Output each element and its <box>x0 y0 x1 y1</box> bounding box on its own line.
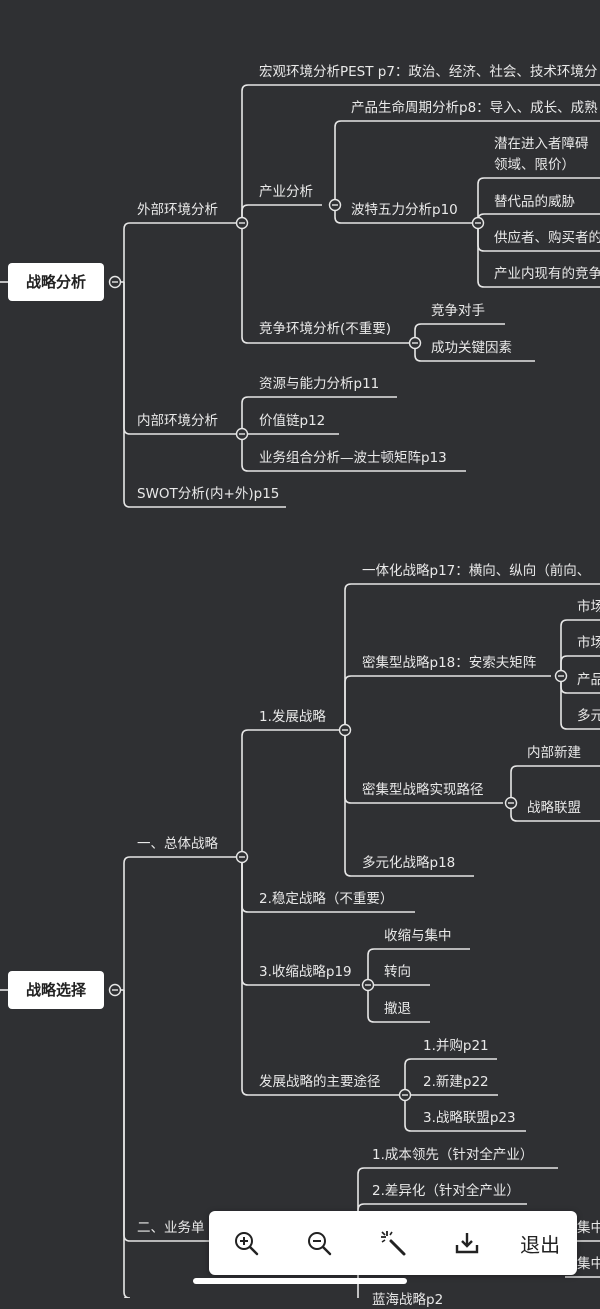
node-business-strategy[interactable]: 二、业务单 <box>137 1220 205 1236</box>
node-value-chain[interactable]: 价值链p12 <box>259 413 326 429</box>
node-internal-dev[interactable]: 内部新建 <box>527 745 581 761</box>
node-cost-leadership[interactable]: 1.成本领先（针对全产业） <box>372 1147 534 1163</box>
node-focus-1[interactable]: 集中 <box>577 1220 600 1236</box>
download-icon <box>455 1233 478 1254</box>
root-strategy-choice[interactable]: 战略选择 <box>8 971 104 1009</box>
node-overall-strategy[interactable]: 一、总体战略 <box>137 836 218 852</box>
node-focus-2[interactable]: 集中 <box>577 1256 600 1272</box>
node-swot[interactable]: SWOT分析(内+外)p15 <box>137 486 280 502</box>
node-industry[interactable]: 产业分析 <box>259 184 313 200</box>
node-resources[interactable]: 资源与能力分析p11 <box>259 376 380 392</box>
node-retrench-2[interactable]: 转向 <box>384 964 411 980</box>
node-integration[interactable]: 一体化战略p17：横向、纵向（前向、 <box>362 563 591 579</box>
node-pest[interactable]: 宏观环境分析PEST p7：政治、经济、社会、技术环境分 <box>259 64 598 80</box>
node-intensive[interactable]: 密集型战略p18：安索夫矩阵 <box>362 655 537 671</box>
node-alliance-path[interactable]: 战略联盟 <box>527 800 581 816</box>
node-intensive-path[interactable]: 密集型战略实现路径 <box>362 782 484 798</box>
bottom-toolbar: 退出 <box>209 1211 577 1275</box>
node-entrants[interactable]: 潜在进入者障碍 <box>494 136 589 152</box>
node-growth-strategy[interactable]: 1.发展战略 <box>259 709 326 725</box>
node-lifecycle[interactable]: 产品生命周期分析p8：导入、成长、成熟 <box>351 100 598 116</box>
exit-button[interactable]: 退出 <box>520 1232 561 1257</box>
node-rivalry[interactable]: 产业内现有的竞争 <box>494 266 600 282</box>
node-ansoff-4[interactable]: 多元 <box>577 708 600 724</box>
node-ansoff-3[interactable]: 产品 <box>577 672 600 688</box>
node-alliance[interactable]: 3.战略联盟p23 <box>423 1110 516 1126</box>
node-retrench-1[interactable]: 收缩与集中 <box>384 928 452 944</box>
magic-wand-button[interactable] <box>367 1219 419 1267</box>
node-growth-paths[interactable]: 发展战略的主要途径 <box>259 1074 381 1090</box>
node-competitive-env[interactable]: 竞争环境分析(不重要) <box>259 321 392 337</box>
magic-wand-icon <box>380 1231 406 1256</box>
node-stable-strategy[interactable]: 2.稳定战略（不重要） <box>259 891 394 907</box>
node-external-env[interactable]: 外部环境分析 <box>137 202 218 218</box>
node-ansoff-1[interactable]: 市场 <box>577 599 600 615</box>
zoom-out-icon <box>308 1232 332 1256</box>
home-indicator <box>193 1278 407 1284</box>
zoom-out-button[interactable] <box>293 1219 345 1267</box>
node-internal-env[interactable]: 内部环境分析 <box>137 413 218 429</box>
root-strategy-analysis[interactable]: 战略分析 <box>8 263 104 301</box>
node-suppliers[interactable]: 供应者、购买者的 <box>494 230 600 246</box>
node-ma[interactable]: 1.并购p21 <box>423 1038 489 1054</box>
zoom-in-icon <box>234 1232 258 1256</box>
node-porter[interactable]: 波特五力分析p10 <box>351 202 458 218</box>
node-competitors[interactable]: 竞争对手 <box>431 303 485 319</box>
node-bcg[interactable]: 业务组合分析—波士顿矩阵p13 <box>259 450 447 466</box>
node-blue-ocean[interactable]: 蓝海战略p2 <box>372 1292 444 1308</box>
node-new-build[interactable]: 2.新建p22 <box>423 1074 489 1090</box>
node-ansoff-2[interactable]: 市场 <box>577 635 600 651</box>
node-ksf[interactable]: 成功关键因素 <box>431 340 512 356</box>
zoom-in-button[interactable] <box>220 1219 272 1267</box>
node-differentiation[interactable]: 2.差异化（针对全产业） <box>372 1183 520 1199</box>
download-button[interactable] <box>441 1219 493 1267</box>
node-retrench-strategy[interactable]: 3.收缩战略p19 <box>259 964 352 980</box>
node-retrench-3[interactable]: 撤退 <box>384 1001 411 1017</box>
node-substitutes[interactable]: 替代品的威胁 <box>494 194 575 210</box>
node-entrants-line2: 领域、限价） <box>494 157 575 173</box>
node-diversification[interactable]: 多元化战略p18 <box>362 855 456 871</box>
